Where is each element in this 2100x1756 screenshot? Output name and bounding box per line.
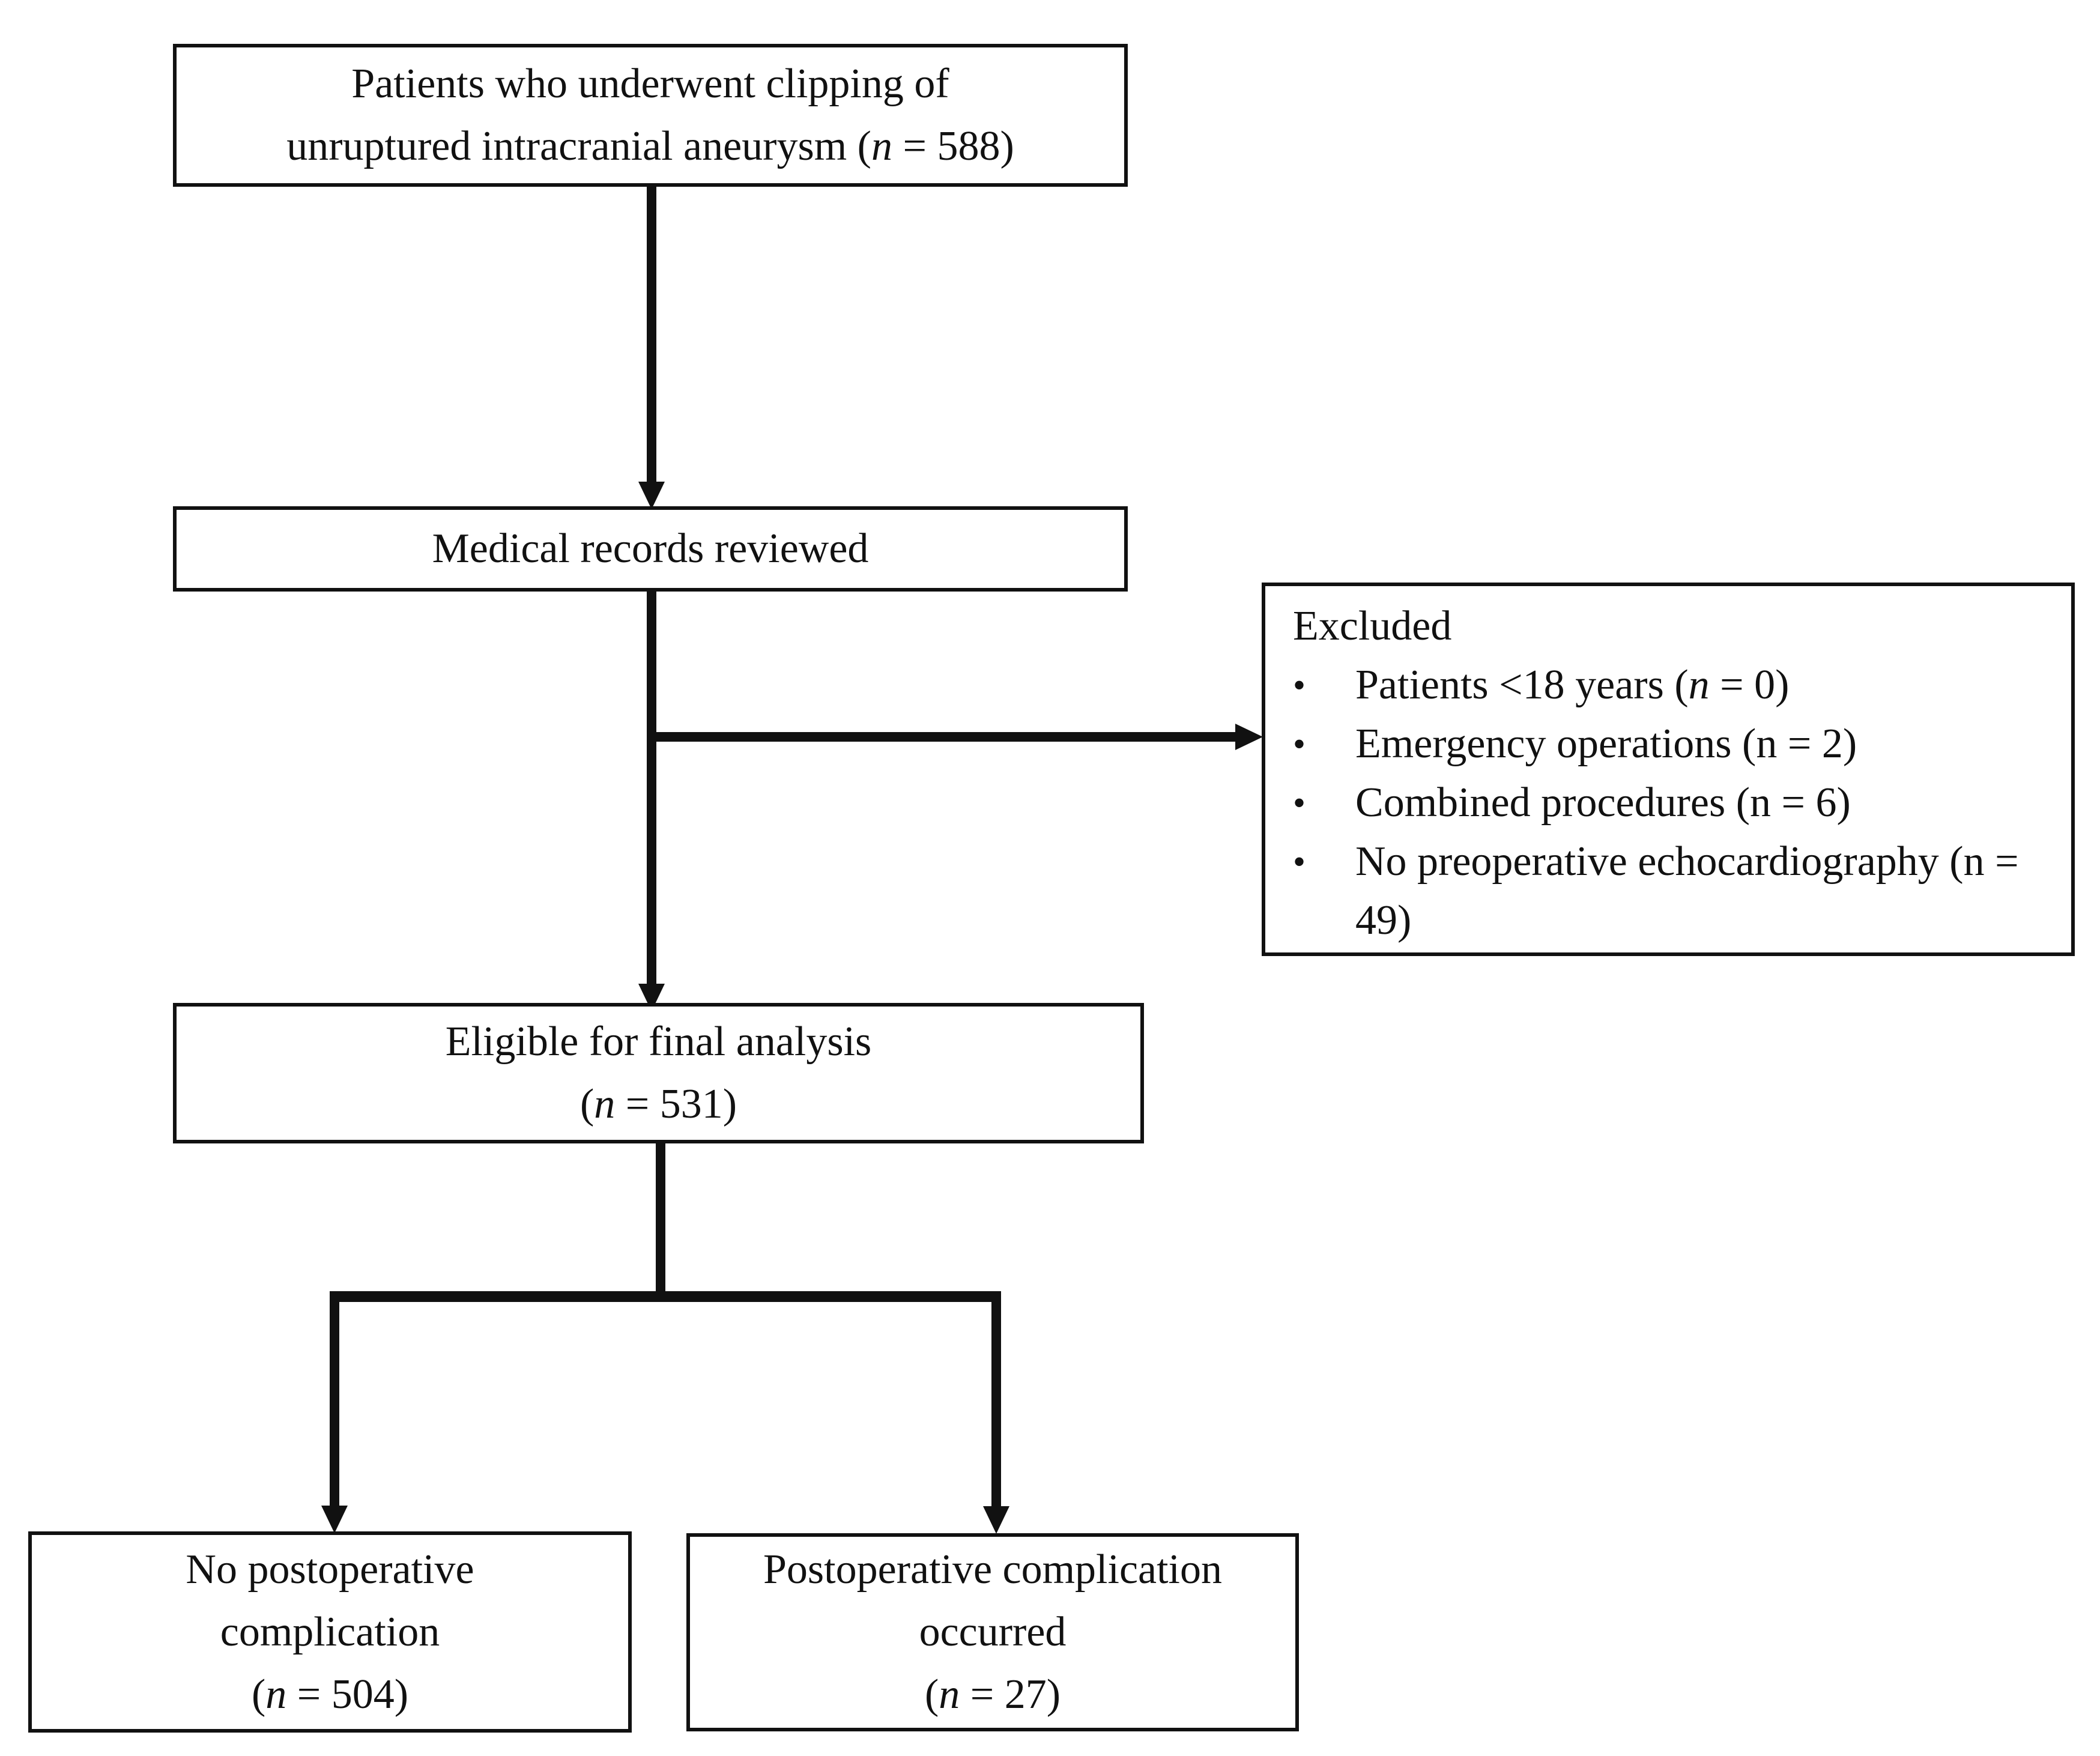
bullet-icon: • bbox=[1293, 842, 1306, 882]
node-excluded: Excluded • Patients <18 years (n = 0) • … bbox=[1262, 583, 2075, 956]
node-complication-line-1: Postoperative complication bbox=[763, 1546, 1222, 1593]
node-records-line-1: Medical records reviewed bbox=[432, 525, 869, 572]
connector-split-to-no-complication bbox=[330, 1291, 339, 1508]
excluded-item: • No preoperative echocardiography (n = … bbox=[1293, 832, 2054, 950]
node-eligible-line-2: (n = 531) bbox=[579, 1081, 737, 1127]
node-complication: Postoperative complication occurred (n =… bbox=[686, 1533, 1299, 1731]
node-complication-line-3: (n = 27) bbox=[924, 1671, 1061, 1718]
excluded-item: • Patients <18 years (n = 0) bbox=[1293, 656, 2054, 715]
excluded-item: • Combined procedures (n = 6) bbox=[1293, 774, 2054, 832]
connector-split-to-complication bbox=[991, 1291, 1001, 1507]
excluded-item: • Emergency operations (n = 2) bbox=[1293, 715, 2054, 774]
excluded-item-text: Patients <18 years (n = 0) bbox=[1355, 662, 1790, 708]
excluded-item-text: No preoperative echocardiography (n = 49… bbox=[1355, 838, 2019, 943]
node-enrollment-line-1: Patients who underwent clipping of bbox=[351, 61, 949, 107]
node-eligible: Eligible for final analysis (n = 531) bbox=[173, 1003, 1144, 1143]
node-complication-line-2: occurred bbox=[919, 1609, 1067, 1655]
node-eligible-line-1: Eligible for final analysis bbox=[445, 1019, 872, 1065]
connector-eligible-to-split bbox=[656, 1143, 665, 1301]
bullet-icon: • bbox=[1293, 724, 1306, 764]
node-no-complication-line-2: complication bbox=[220, 1608, 440, 1655]
excluded-item-text: Combined procedures (n = 6) bbox=[1355, 780, 1851, 826]
connector-branch-to-excluded bbox=[652, 732, 1236, 742]
arrowhead-into-records bbox=[638, 482, 665, 509]
node-records-reviewed: Medical records reviewed bbox=[173, 506, 1128, 592]
node-enrollment-line-2: unruptured intracranial aneurysm (n = 58… bbox=[286, 123, 1014, 169]
arrowhead-into-complication bbox=[983, 1506, 1009, 1534]
connector-records-to-eligible bbox=[647, 592, 656, 986]
connector-enrollment-to-records bbox=[647, 187, 656, 484]
excluded-header: Excluded bbox=[1293, 603, 1452, 649]
excluded-item-text: Emergency operations (n = 2) bbox=[1355, 721, 1857, 767]
arrowhead-into-no-complication bbox=[321, 1506, 348, 1533]
connector-split-bar bbox=[330, 1291, 1001, 1302]
node-no-complication: No postoperative complication (n = 504) bbox=[28, 1531, 632, 1733]
node-no-complication-line-1: No postoperative bbox=[186, 1546, 474, 1593]
node-enrollment: Patients who underwent clipping of unrup… bbox=[173, 44, 1128, 187]
node-no-complication-line-3: (n = 504) bbox=[251, 1671, 409, 1718]
bullet-icon: • bbox=[1293, 783, 1306, 823]
bullet-icon: • bbox=[1293, 665, 1306, 705]
arrowhead-into-excluded bbox=[1235, 724, 1263, 750]
